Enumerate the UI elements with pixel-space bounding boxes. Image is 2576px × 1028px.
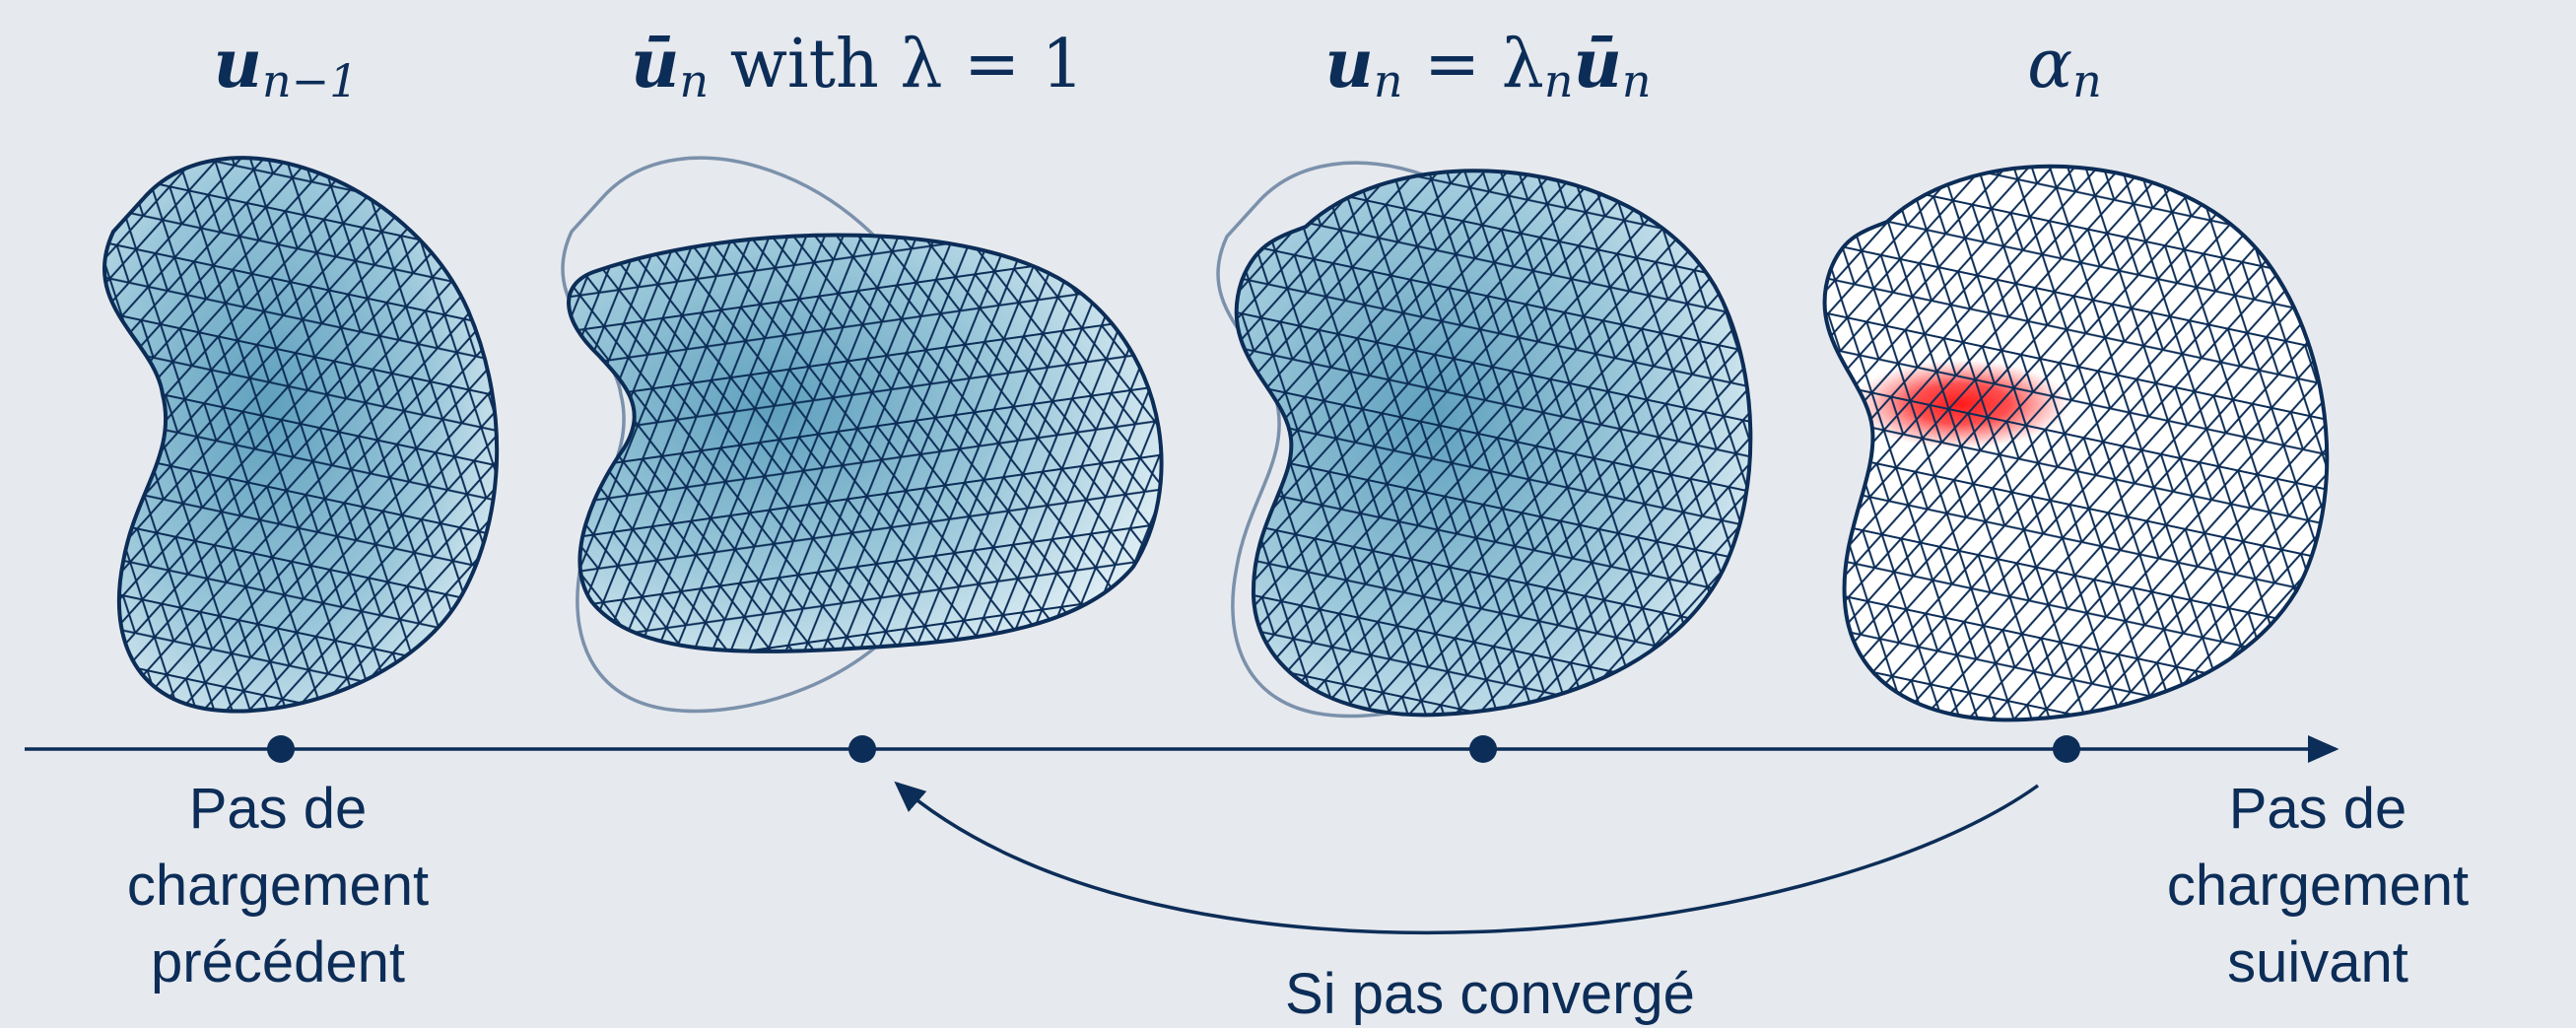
- shape-trial-step: [561, 156, 1164, 714]
- shape-damage-field: [1822, 164, 2330, 722]
- left-step-label: Pas de chargement précédent: [127, 777, 429, 994]
- left-label-line-1: Pas de: [189, 777, 368, 841]
- timeline-point-previous: [267, 735, 295, 763]
- left-label-line-3: précédent: [151, 930, 405, 994]
- right-label-line-1: Pas de: [2229, 777, 2407, 841]
- timeline-point-trial: [848, 735, 876, 763]
- shape-scaled-step: [1216, 161, 1753, 719]
- right-label-line-2: chargement: [2167, 854, 2469, 918]
- left-label-line-2: chargement: [127, 854, 429, 918]
- right-step-label: Pas de chargement suivant: [2167, 777, 2469, 994]
- header-u-n-minus-1: un−1: [214, 25, 359, 107]
- header-alpha-n: αn: [2027, 26, 2102, 107]
- timeline-point-damage: [2053, 735, 2080, 763]
- right-label-line-3: suivant: [2227, 930, 2408, 994]
- timeline-point-scaled: [1469, 735, 1497, 763]
- header-u-n-equals-lambda-u-bar: un = λnūn: [1324, 25, 1651, 107]
- header-u-bar-n-lambda-1: ūn with λ = 1: [631, 25, 1084, 107]
- loop-label: Si pas convergé: [1285, 962, 1695, 1026]
- shape-previous-step: [102, 156, 500, 714]
- loop-back-arrow: [894, 781, 2040, 935]
